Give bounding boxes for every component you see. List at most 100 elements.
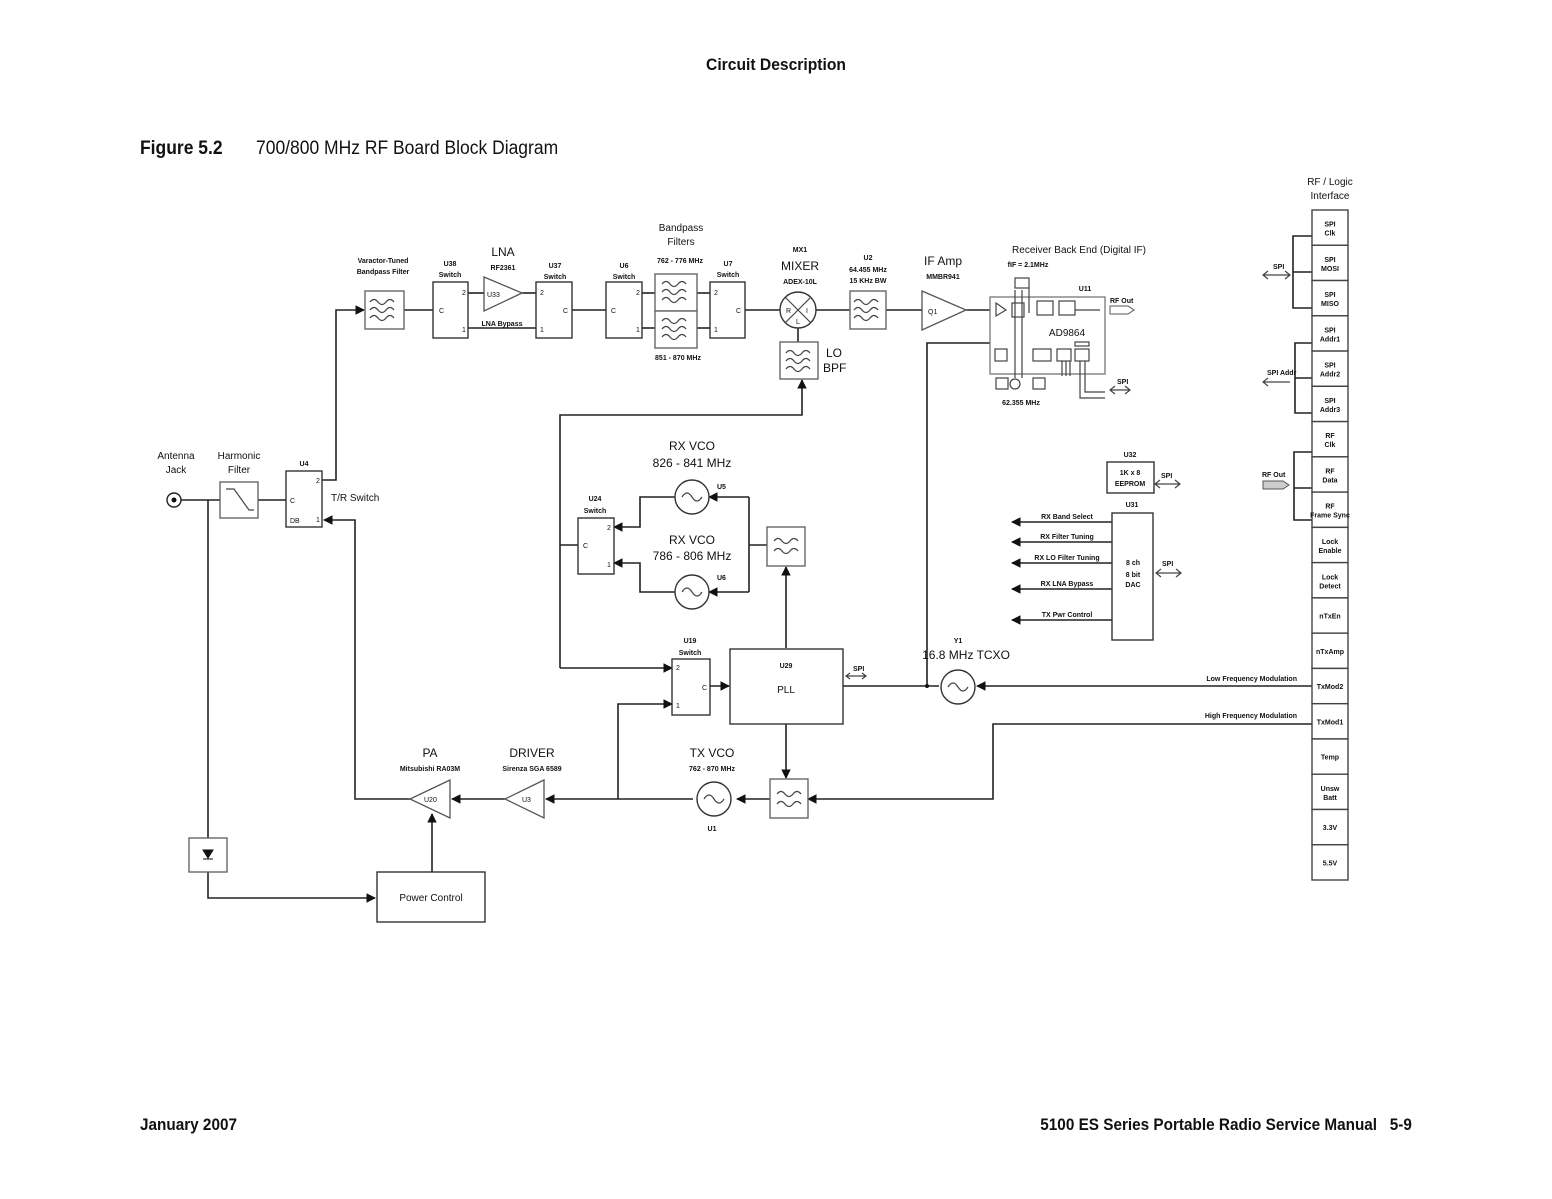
svg-text:RX VCO: RX VCO [669, 439, 715, 453]
svg-text:U1: U1 [708, 826, 717, 833]
svg-text:U20: U20 [424, 797, 437, 804]
dac-u31: U31 8 ch 8 bit DAC SPI RX Band Select RX… [1034, 502, 1182, 641]
svg-text:8 bit: 8 bit [1126, 572, 1141, 579]
u6-switch: U6 Switch 2 1 C [605, 263, 643, 339]
svg-text:64.455 MHz: 64.455 MHz [849, 267, 887, 274]
interface-pin: nTxAmp [1311, 632, 1349, 670]
svg-text:Switch: Switch [679, 650, 702, 657]
svg-text:DRIVER: DRIVER [509, 746, 555, 760]
svg-text:1: 1 [316, 517, 320, 524]
svg-text:U6: U6 [620, 263, 629, 270]
rx-vco-u6: RX VCO 786 - 806 MHz U6 [653, 533, 731, 610]
pa-u20: PA Mitsubishi RA03M U20 [400, 746, 460, 820]
svg-text:SPI: SPI [1161, 473, 1172, 480]
figure-title: 700/800 MHz RF Board Block Diagram [256, 138, 559, 159]
svg-text:SPI: SPI [853, 666, 864, 673]
interface-pin-label-2: Clk [1325, 442, 1336, 449]
svg-text:RF Out: RF Out [1262, 472, 1286, 479]
oscillator-icon [674, 479, 710, 515]
svg-text:15 KHz BW: 15 KHz BW [850, 278, 887, 285]
rf-out-bus-icon [1262, 480, 1290, 490]
svg-text:1: 1 [676, 703, 680, 710]
svg-text:2: 2 [316, 478, 320, 485]
spi-bus-icon [1155, 568, 1182, 578]
section-title: Circuit Description [706, 55, 846, 74]
u24-switch: U24 Switch 2 1 C [577, 496, 615, 575]
u38-switch: U38 Switch 2 1 C [432, 261, 469, 339]
svg-text:C: C [439, 308, 444, 315]
bandpass-filters: Bandpass Filters 762 - 776 MHz 851 - 870… [654, 223, 703, 362]
svg-text:1: 1 [462, 327, 466, 334]
svg-text:ADEX-10L: ADEX-10L [783, 279, 818, 286]
interface-pin-label-2: Detect [1319, 583, 1341, 590]
svg-text:U4: U4 [300, 461, 309, 468]
interface-pin-label: TxMod2 [1317, 684, 1344, 691]
svg-text:Y1: Y1 [954, 638, 963, 645]
spi-addr-bus-icon [1262, 377, 1290, 387]
lo-bpf: LO BPF [779, 341, 846, 380]
svg-text:PA: PA [422, 746, 437, 760]
tcxo-y1: Y1 16.8 MHz TCXO [922, 638, 1010, 705]
interface-pin: 5.5V [1311, 844, 1349, 881]
interface-pin-label: RF [1325, 433, 1335, 440]
svg-text:C: C [736, 308, 741, 315]
interface-pin-label: Lock [1322, 574, 1338, 581]
interface-pin-label-2: MOSI [1321, 266, 1339, 273]
rx-vco-filter [766, 526, 806, 567]
harmonic-filter: Harmonic Filter [218, 451, 260, 519]
svg-text:Mitsubishi RA03M: Mitsubishi RA03M [400, 766, 460, 773]
interface-pin-label: 3.3V [1323, 825, 1338, 832]
oscillator-icon [940, 669, 976, 705]
svg-text:Switch: Switch [717, 272, 740, 279]
svg-text:Switch: Switch [544, 274, 567, 281]
spi-bus-icon [1262, 270, 1291, 280]
interface-pin: Temp [1311, 738, 1349, 775]
svg-text:Switch: Switch [613, 274, 636, 281]
svg-text:C: C [583, 543, 588, 550]
svg-text:RF2361: RF2361 [491, 265, 516, 272]
antenna-label: Antenna [157, 451, 195, 462]
svg-text:U2: U2 [864, 255, 873, 262]
svg-text:762 - 870 MHz: 762 - 870 MHz [689, 766, 735, 773]
u7-switch: U7 Switch 2 1 C [709, 261, 746, 339]
svg-text:MIXER: MIXER [781, 259, 819, 273]
svg-text:U33: U33 [487, 292, 500, 299]
svg-text:U7: U7 [724, 261, 733, 268]
interface-pin-label: 5.5V [1323, 860, 1338, 867]
svg-text:RX VCO: RX VCO [669, 533, 715, 547]
svg-text:2: 2 [462, 290, 466, 297]
svg-text:U3: U3 [522, 797, 531, 804]
svg-text:C: C [563, 308, 568, 315]
amplifier-icon [921, 290, 968, 332]
svg-text:R: R [786, 308, 791, 315]
interface-pin-label-2: Addr3 [1320, 407, 1340, 414]
svg-text:U11: U11 [1079, 286, 1092, 293]
svg-text:U37: U37 [549, 263, 562, 270]
svg-text:1: 1 [607, 562, 611, 569]
svg-text:Filter: Filter [228, 465, 251, 476]
rx-vco-u5: RX VCO 826 - 841 MHz U5 [653, 439, 731, 515]
antenna-label-2: Jack [166, 465, 188, 476]
svg-text:Q1: Q1 [928, 309, 937, 316]
svg-text:Switch: Switch [584, 508, 607, 515]
interface-pin-label: SPI [1324, 363, 1335, 370]
svg-text:Sirenza SGA 6589: Sirenza SGA 6589 [502, 766, 561, 773]
svg-text:Interface: Interface [1311, 191, 1350, 202]
svg-text:Bandpass: Bandpass [659, 223, 703, 234]
amplifier-icon [483, 276, 524, 313]
svg-text:Switch: Switch [439, 272, 462, 279]
svg-text:2: 2 [540, 290, 544, 297]
svg-text:U24: U24 [589, 496, 602, 503]
interface-pin: RF Clk [1311, 420, 1349, 458]
svg-text:2: 2 [676, 665, 680, 672]
amplifier-icon [408, 778, 451, 820]
interface-pin-label: SPI [1324, 398, 1335, 405]
svg-text:U19: U19 [684, 638, 697, 645]
interface-pin: nTxEn [1311, 597, 1349, 634]
